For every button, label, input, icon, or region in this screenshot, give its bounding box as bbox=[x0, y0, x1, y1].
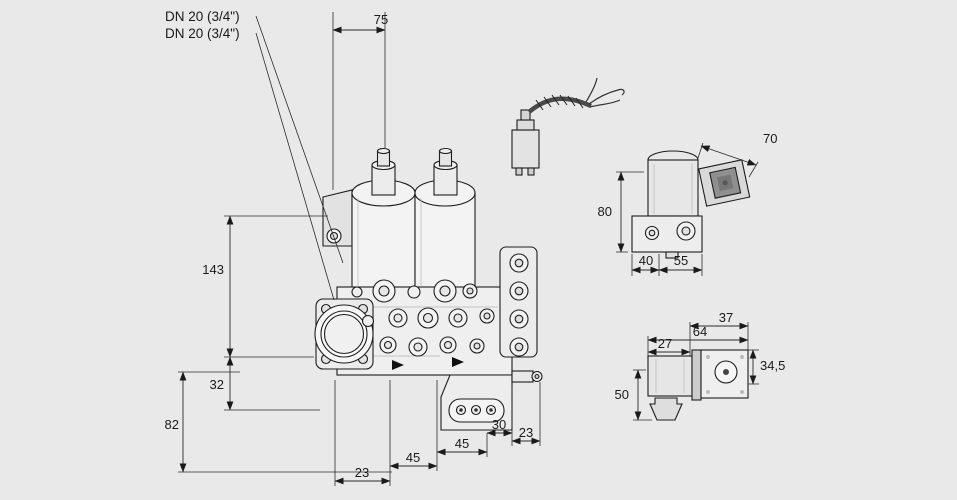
coil-side-view bbox=[647, 349, 749, 421]
cable-plug-sketch bbox=[511, 77, 625, 176]
dn-label-1: DN 20 (3/4") bbox=[165, 9, 240, 24]
dimension-annotations-coil-side: 37 64 27 34,5 50 bbox=[615, 310, 785, 421]
dim-45-a-label: 45 bbox=[406, 450, 420, 465]
dim-23-left-label: 23 bbox=[355, 465, 369, 480]
body-bolt-circles bbox=[351, 279, 495, 357]
dim-27-label: 27 bbox=[658, 336, 672, 351]
dim-32-label: 32 bbox=[210, 377, 224, 392]
dim-45-b-label: 45 bbox=[455, 436, 469, 451]
cable bbox=[527, 96, 592, 114]
coil-connector-box bbox=[698, 159, 751, 207]
dim-80-label: 80 bbox=[598, 204, 612, 219]
hex-nut bbox=[649, 397, 683, 421]
dim-75-label: 75 bbox=[374, 12, 388, 27]
dim-143-label: 143 bbox=[202, 262, 224, 277]
pressure-tap bbox=[511, 370, 543, 383]
outlet-flange bbox=[499, 246, 538, 358]
dim-64-label: 64 bbox=[693, 324, 707, 339]
dim-30-label: 30 bbox=[492, 417, 506, 432]
dim-70-label: 70 bbox=[763, 131, 777, 146]
inlet-flange bbox=[314, 298, 374, 370]
cable-wire-ends bbox=[585, 77, 625, 108]
dn-label-2: DN 20 (3/4") bbox=[165, 26, 240, 41]
dim-55-label: 55 bbox=[674, 253, 688, 268]
regulator-block bbox=[440, 374, 513, 431]
dim-37-label: 37 bbox=[719, 310, 733, 325]
dim-82-label: 82 bbox=[165, 417, 179, 432]
dimension-annotations-main: 75 DN 20 (3/4") DN 20 (3/4") 143 32 82 2… bbox=[165, 9, 541, 486]
dim-34-5-label: 34,5 bbox=[760, 358, 785, 373]
flow-arrow-icons bbox=[392, 357, 464, 370]
dim-23-right-label: 23 bbox=[519, 425, 533, 440]
right-actuator bbox=[414, 147, 476, 290]
dim-40-label: 40 bbox=[639, 253, 653, 268]
left-actuator bbox=[351, 147, 416, 290]
dim-50-label: 50 bbox=[615, 387, 629, 402]
cable-braid-hatch bbox=[535, 94, 584, 111]
dimension-annotations-coil-top: 70 80 40 55 bbox=[598, 131, 777, 276]
coil-top-view bbox=[631, 150, 751, 259]
valve-front-view bbox=[314, 147, 543, 431]
